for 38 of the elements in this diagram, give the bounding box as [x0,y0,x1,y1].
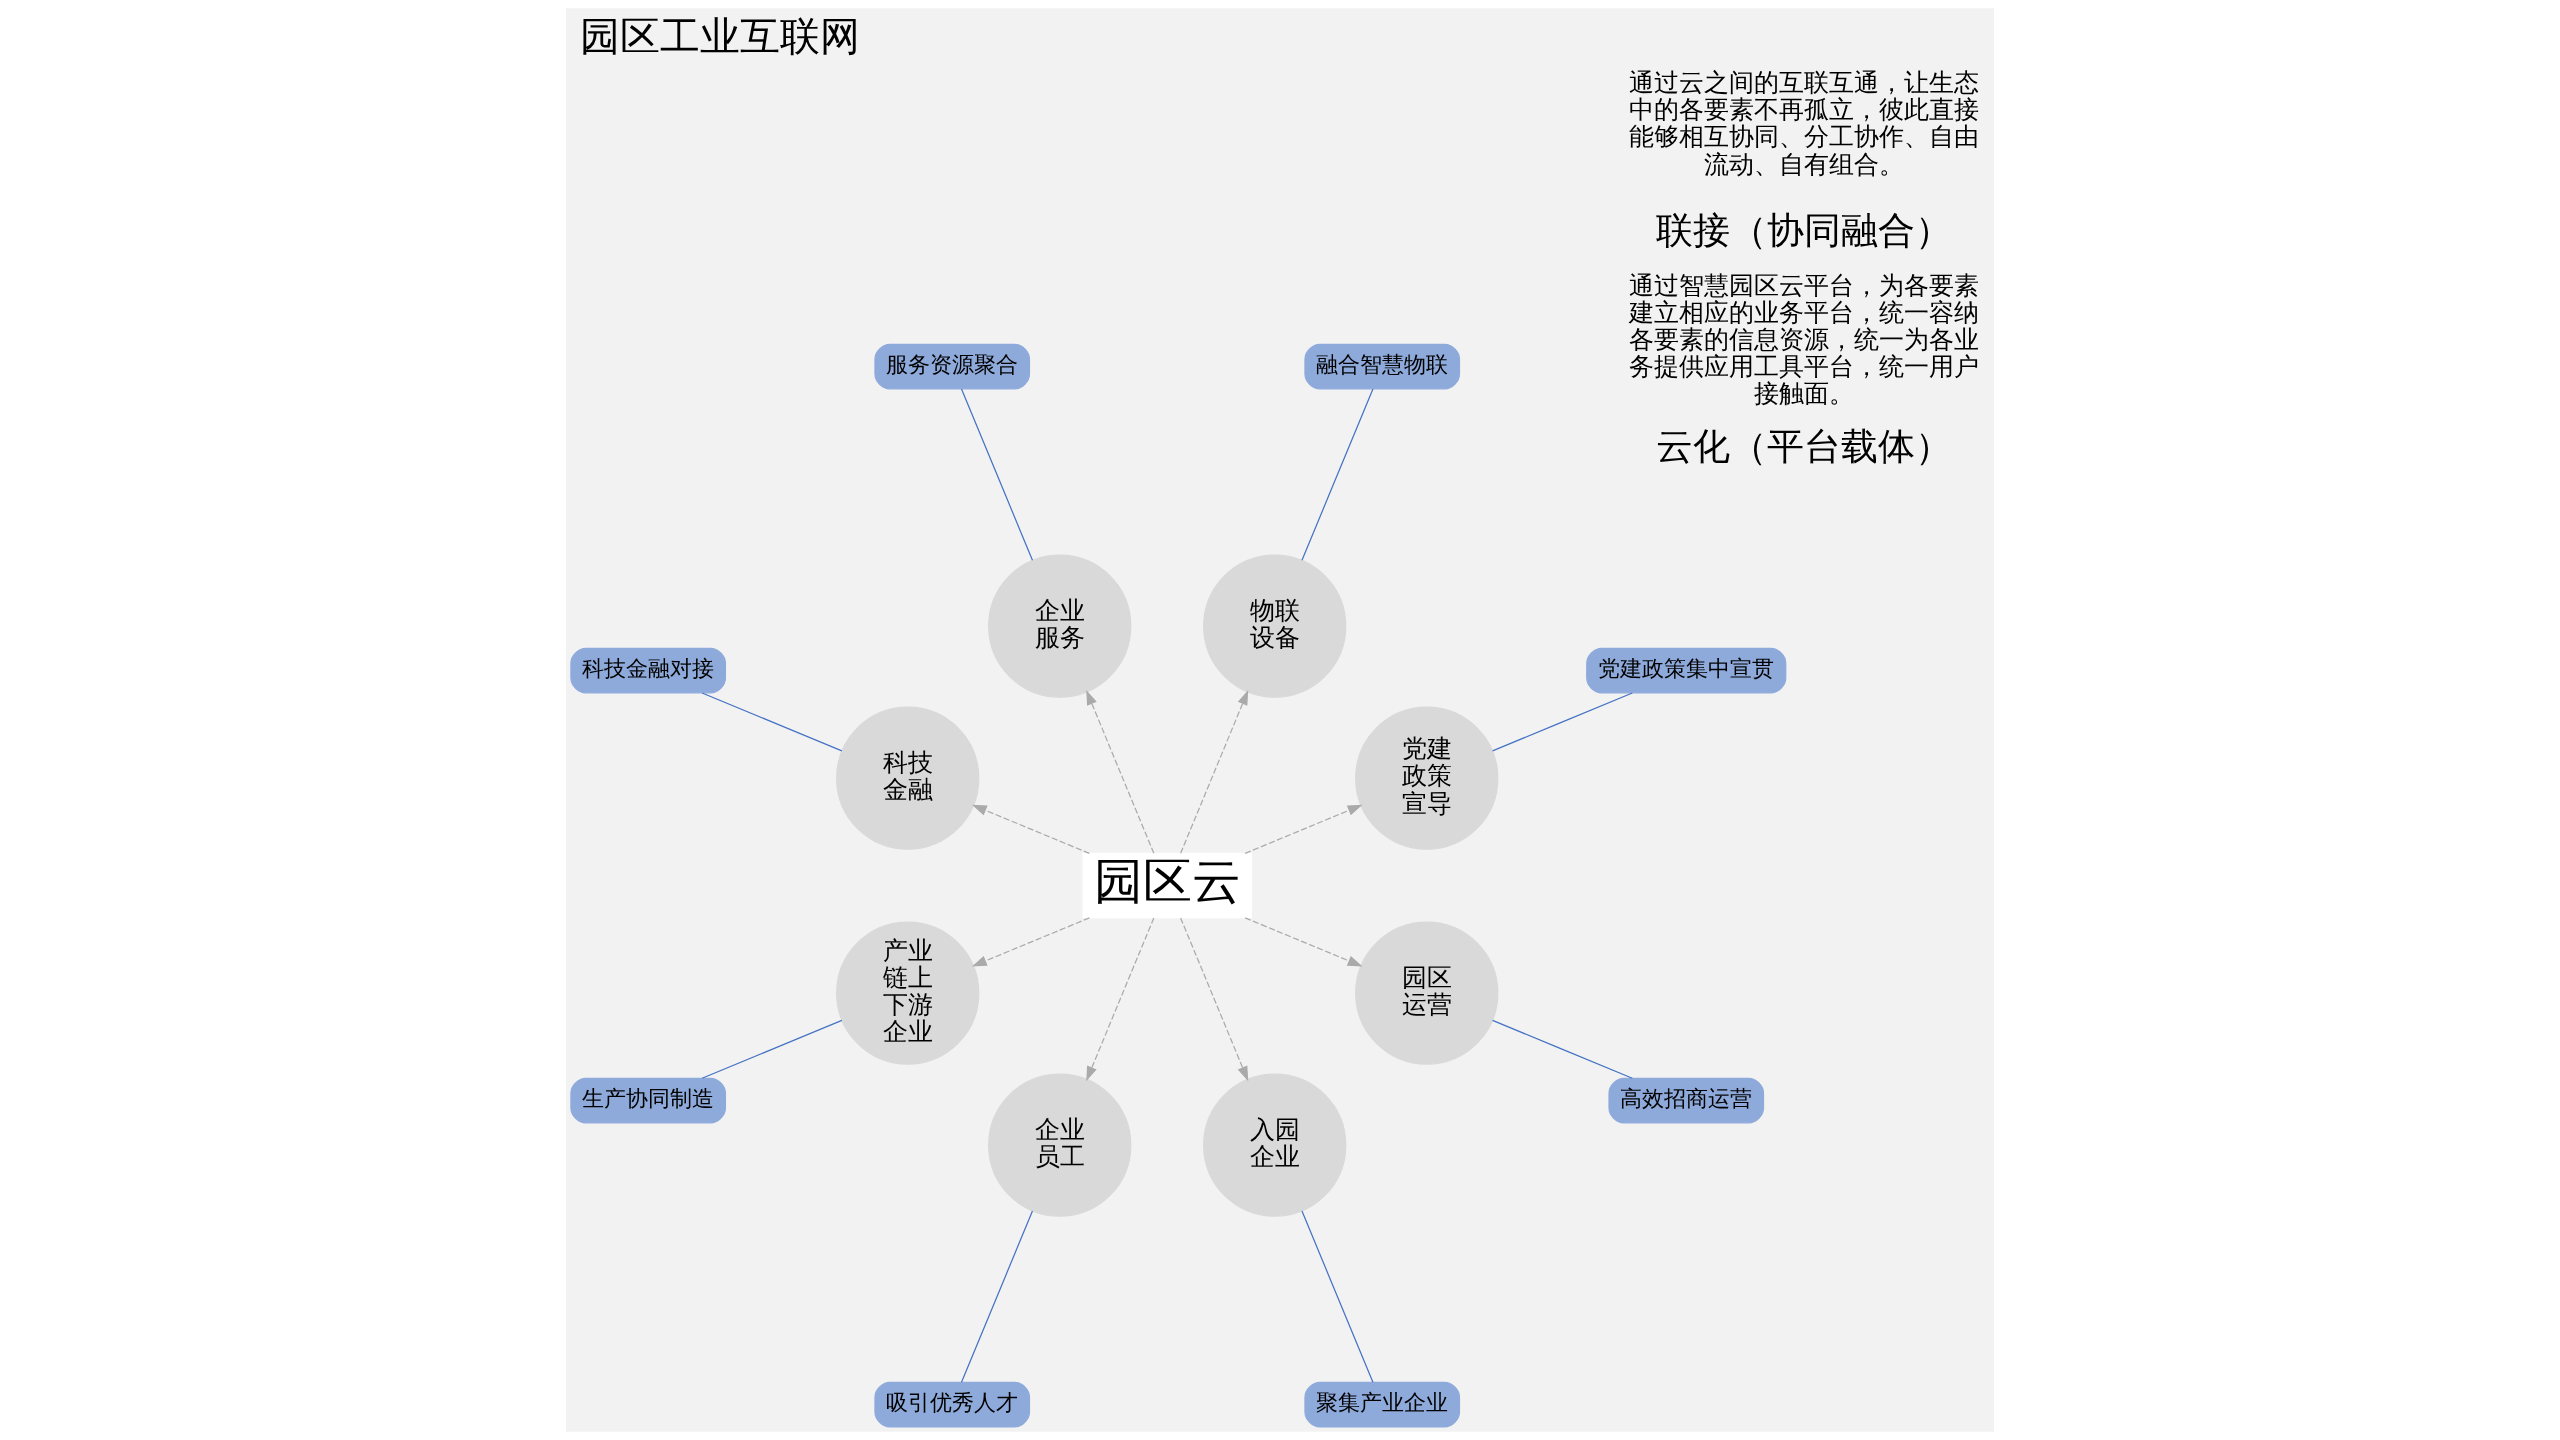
connector [1301,1210,1374,1383]
node-box: 吸引优秀人才 [874,1381,1031,1428]
node-box: 聚集产业企业 [1304,1381,1461,1428]
connector [701,1019,843,1079]
node-box: 生产协同制造 [570,1077,727,1124]
connector [960,388,1034,561]
node-circle: 企业服务 [988,554,1132,698]
connector [701,692,843,752]
node-box: 园区云 [1082,852,1252,919]
node-box: 服务资源聚合 [874,343,1031,390]
diagram-title: 园区工业互联网 [580,12,861,59]
arrow [1086,917,1155,1082]
arrow [971,804,1090,854]
connector [960,1210,1034,1383]
arrow [1244,804,1363,854]
node-circle: 入园企业 [1203,1073,1347,1217]
node-circle: 园区运营 [1355,921,1499,1065]
connector [1301,388,1374,561]
node-circle: 产业链上下游企业 [836,921,980,1065]
node-circle: 物联设备 [1203,554,1347,698]
label: 通过云之间的互联互通，让生态中的各要素不再孤立，彼此直接能够相互协同、分工协作、自由流动、自有组合。 [1628,67,1979,179]
arrow [1244,917,1363,967]
node-circle: 科技金融 [836,706,980,850]
node-box: 科技金融对接 [570,647,727,694]
label: 联接（协同融合） [1655,209,1952,251]
node-circle: 党建政策宣导 [1355,706,1499,850]
node-box: 融合智慧物联 [1304,343,1461,390]
arrow [1086,690,1155,854]
connector [1491,692,1633,752]
label: 云化（平台载体） [1655,426,1952,468]
node-circle: 企业员工 [988,1073,1132,1217]
label: 通过智慧园区云平台，为各要素建立相应的业务平台，统一容纳各要素的信息资源，统一为各业务提供应用工具平台，统一用户接触面。 [1628,270,1979,409]
arrow [1180,690,1249,854]
arrow [1180,917,1249,1082]
connector [1491,1019,1633,1079]
arrow [971,917,1090,967]
node-box: 党建政策集中宣贯 [1586,647,1787,694]
node-box: 高效招商运营 [1608,1077,1765,1124]
